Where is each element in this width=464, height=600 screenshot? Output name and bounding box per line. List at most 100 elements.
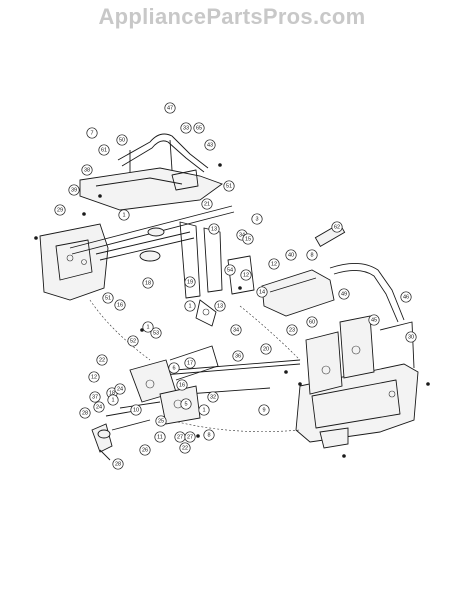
callout-29: 29 bbox=[54, 204, 66, 216]
callout-28: 28 bbox=[112, 458, 124, 470]
callout-30: 30 bbox=[405, 331, 417, 343]
callout-label: 1 bbox=[146, 324, 149, 330]
callout-54: 54 bbox=[224, 264, 236, 276]
callout-16: 16 bbox=[114, 299, 126, 311]
callout-50: 50 bbox=[116, 134, 128, 146]
callout-33: 33 bbox=[180, 122, 192, 134]
callout-label: 46 bbox=[403, 294, 409, 300]
watermark-logo: AppliancePartsPros.com bbox=[98, 4, 366, 29]
callout-label: 13 bbox=[217, 303, 223, 309]
callout-label: 26 bbox=[142, 447, 148, 453]
callout-label: 65 bbox=[196, 125, 202, 131]
callout-65: 65 bbox=[193, 122, 205, 134]
callout-1: 1 bbox=[142, 321, 154, 333]
callout-8: 8 bbox=[203, 429, 215, 441]
callout-14: 14 bbox=[256, 286, 268, 298]
callout-label: 39 bbox=[71, 187, 77, 193]
callout-label: 54 bbox=[227, 267, 233, 273]
callout-61: 61 bbox=[98, 144, 110, 156]
callout-label: 30 bbox=[408, 334, 414, 340]
callout-label: 9 bbox=[262, 407, 265, 413]
callout-17: 17 bbox=[184, 357, 196, 369]
callout-label: 47 bbox=[167, 105, 173, 111]
callout-label: 43 bbox=[207, 142, 213, 148]
callout-36: 36 bbox=[232, 350, 244, 362]
callout-label: 36 bbox=[235, 353, 241, 359]
callout-label: 8 bbox=[310, 252, 313, 258]
callout-label: 18 bbox=[109, 390, 115, 396]
callout-24: 24 bbox=[114, 383, 126, 395]
callout-label: 27 bbox=[177, 434, 183, 440]
callout-19: 19 bbox=[184, 276, 196, 288]
callout-37: 37 bbox=[89, 391, 101, 403]
callout-10: 10 bbox=[130, 404, 142, 416]
callout-label: 1 bbox=[188, 303, 191, 309]
callout-47: 47 bbox=[164, 102, 176, 114]
callout-5: 5 bbox=[180, 398, 192, 410]
callout-51: 51 bbox=[102, 292, 114, 304]
callout-label: 16 bbox=[117, 302, 123, 308]
callout-46: 46 bbox=[400, 291, 412, 303]
callout-27: 27 bbox=[184, 431, 196, 443]
callout-label: 8 bbox=[207, 432, 210, 438]
callout-27: 27 bbox=[174, 431, 186, 443]
callout-40: 40 bbox=[285, 249, 297, 261]
callout-label: 45 bbox=[371, 317, 377, 323]
lower-linkage bbox=[105, 345, 219, 425]
right-frame-platform bbox=[261, 269, 335, 317]
callout-12: 12 bbox=[268, 258, 280, 270]
callout-label: 52 bbox=[130, 338, 136, 344]
callout-52: 52 bbox=[127, 335, 139, 347]
callout-label: 51 bbox=[226, 183, 232, 189]
callout-label: 15 bbox=[245, 236, 251, 242]
callout-label: 19 bbox=[187, 279, 193, 285]
callout-label: 20 bbox=[263, 346, 269, 352]
callout-label: 11 bbox=[157, 434, 163, 440]
callout-label: 61 bbox=[101, 147, 107, 153]
callout-21: 21 bbox=[201, 198, 213, 210]
callout-13: 13 bbox=[214, 300, 226, 312]
callout-6: 6 bbox=[168, 362, 180, 374]
callout-label: 34 bbox=[239, 232, 245, 238]
callout-11: 11 bbox=[154, 431, 166, 443]
right-side-plate bbox=[295, 315, 419, 449]
callout-label: 25 bbox=[158, 418, 164, 424]
callout-label: 28 bbox=[115, 461, 121, 467]
callout-label: 5 bbox=[184, 401, 187, 407]
callout-28: 28 bbox=[79, 407, 91, 419]
callout-label: 27 bbox=[187, 434, 193, 440]
callout-label: 22 bbox=[182, 445, 188, 451]
callout-32: 32 bbox=[207, 391, 219, 403]
callout-1: 1 bbox=[118, 209, 130, 221]
lower-left-lever bbox=[91, 419, 151, 461]
callout-13: 13 bbox=[208, 223, 220, 235]
callout-12: 12 bbox=[88, 371, 100, 383]
left-side-plate bbox=[39, 223, 109, 301]
callout-49: 49 bbox=[338, 288, 350, 300]
callout-label: 24 bbox=[117, 386, 123, 392]
callout-label: 49 bbox=[341, 291, 347, 297]
callout-9: 9 bbox=[258, 404, 270, 416]
callout-51: 51 bbox=[223, 180, 235, 192]
callout-label: 1 bbox=[122, 212, 125, 218]
callout-label: 13 bbox=[211, 226, 217, 232]
callout-label: 6 bbox=[172, 365, 175, 371]
callout-label: 60 bbox=[309, 319, 315, 325]
callout-label: 38 bbox=[84, 167, 90, 173]
bolts bbox=[34, 163, 430, 458]
callout-38: 38 bbox=[81, 164, 93, 176]
callout-12: 12 bbox=[240, 269, 252, 281]
callout-label: 14 bbox=[259, 289, 265, 295]
callout-label: 21 bbox=[204, 201, 210, 207]
callout-23: 23 bbox=[286, 324, 298, 336]
callout-1: 1 bbox=[184, 300, 196, 312]
callout-34: 34 bbox=[230, 324, 242, 336]
callout-15: 15 bbox=[242, 233, 254, 245]
callout-label: 1 bbox=[202, 407, 205, 413]
callout-60: 60 bbox=[306, 316, 318, 328]
callout-label: 18 bbox=[145, 280, 151, 286]
callout-45: 45 bbox=[368, 314, 380, 326]
callout-20: 20 bbox=[260, 343, 272, 355]
